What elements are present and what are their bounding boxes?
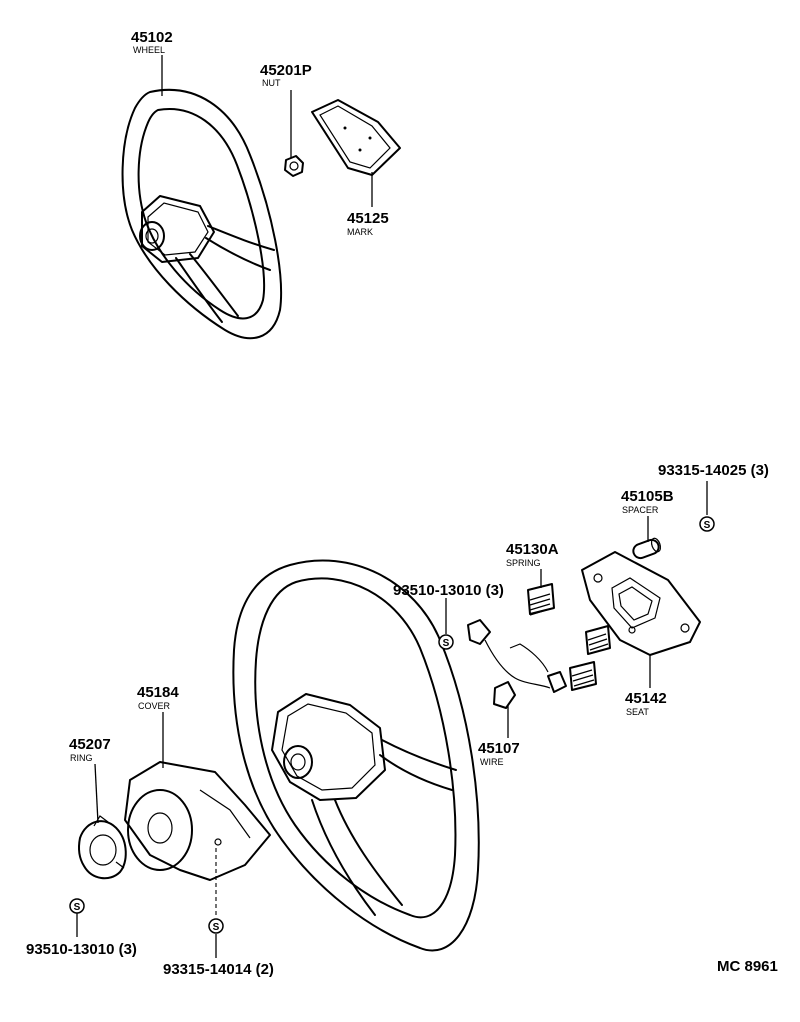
wire-illustration: [467, 619, 567, 709]
screw-number: 93315-14025 (3): [658, 462, 769, 479]
label-seat: 45142 SEAT: [625, 690, 667, 717]
part-number: 45142: [625, 690, 667, 707]
screw-number: 93315-14014 (2): [163, 961, 274, 978]
mark-illustration: [311, 99, 401, 176]
leader-lines: [76, 55, 708, 958]
part-number: 45102: [131, 29, 173, 46]
part-name: RING: [70, 753, 93, 763]
screw-symbol-c: S: [69, 898, 85, 914]
part-name: SEAT: [626, 707, 649, 717]
screw-number: 93510-13010 (3): [393, 582, 504, 599]
spring-illustration: [527, 583, 611, 691]
nut-illustration: [284, 155, 304, 177]
part-number: 45130A: [506, 541, 559, 558]
part-name: SPRING: [506, 558, 541, 568]
spacer-illustration: [632, 537, 662, 560]
part-name: COVER: [138, 701, 171, 711]
part-name: WIRE: [480, 757, 504, 767]
label-spring: 45130A SPRING: [506, 541, 559, 568]
screw-number: 93510-13010 (3): [26, 941, 137, 958]
label-ring: 45207 RING: [69, 736, 111, 763]
part-number: 45125: [347, 210, 389, 227]
label-mark: 45125 MARK: [347, 210, 389, 237]
part-number: 45184: [137, 684, 179, 701]
screw-symbol-b: S: [438, 634, 454, 650]
label-wheel: 45102 WHEEL: [131, 29, 173, 55]
svg-text:S: S: [213, 922, 220, 933]
label-spacer: 45105B SPACER: [621, 488, 674, 515]
part-name: WHEEL: [133, 45, 165, 55]
part-number: 45107: [478, 740, 520, 757]
diagram-code: MC 8961: [717, 958, 778, 975]
wheel-illustration: [121, 88, 283, 340]
part-name: NUT: [262, 78, 281, 88]
part-name: MARK: [347, 227, 373, 237]
part-number: 45207: [69, 736, 111, 753]
screw-symbol-a: S: [699, 516, 715, 532]
part-number: 45105B: [621, 488, 674, 505]
ring-illustration: [78, 815, 127, 880]
label-cover: 45184 COVER: [137, 684, 179, 711]
part-number: 45201P: [260, 62, 312, 79]
wheel-assembly-illustration: [232, 559, 480, 952]
label-wire: 45107 WIRE: [478, 740, 520, 767]
svg-text:S: S: [443, 638, 450, 649]
label-nut: 45201P NUT: [260, 62, 312, 88]
cover-illustration: [124, 761, 271, 881]
screw-symbol-d: S: [208, 918, 224, 934]
svg-text:S: S: [74, 902, 81, 913]
svg-text:S: S: [704, 520, 711, 531]
part-name: SPACER: [622, 505, 659, 515]
seat-illustration: [581, 551, 701, 656]
